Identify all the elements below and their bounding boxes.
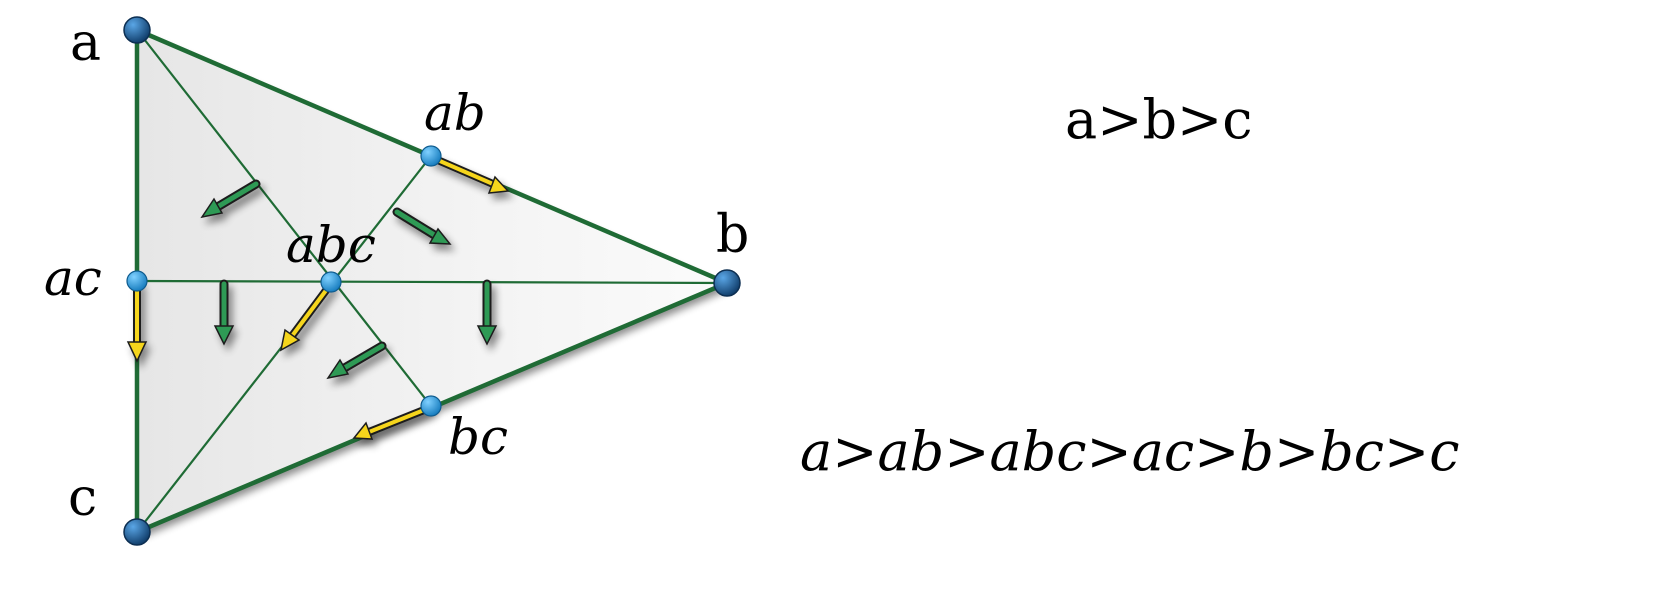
- vertex-a-dot: [123, 16, 151, 44]
- midpoint-ab-label: ab: [424, 84, 486, 142]
- yellow-arrow-abc: [279, 281, 334, 352]
- vertex-b-label: b: [716, 205, 749, 265]
- green-arrow-upper-left: [200, 179, 261, 219]
- yellow-arrow-bc: [352, 404, 433, 440]
- midpoint-bc-label: bc: [448, 408, 508, 466]
- centroid-abc-dot: [320, 271, 342, 293]
- median-b-ac: [136, 279, 728, 285]
- green-arrows: [200, 179, 498, 380]
- full-order-text: a>ab>abc>ac>b>bc>c: [800, 420, 1460, 483]
- vertex-dots: [123, 16, 741, 546]
- yellow-arrow-ac: [126, 279, 148, 363]
- vertex-a-label: a: [70, 13, 101, 73]
- midpoint-ac-dot: [126, 270, 148, 292]
- vertex-order-text: a>b>c: [1065, 88, 1253, 151]
- green-arrow-lower-middle: [326, 341, 387, 380]
- midpoint-ac-label: ac: [44, 249, 102, 307]
- yellow-arrows: [126, 154, 510, 440]
- midpoint-dots: [126, 145, 442, 417]
- green-arrow-lower-left: [213, 279, 235, 346]
- vertex-b-dot: [713, 269, 741, 297]
- vertex-c-label: c: [68, 468, 97, 528]
- vertex-c-dot: [123, 518, 151, 546]
- centroid-abc-label: abc: [286, 216, 376, 274]
- yellow-arrow-ab: [429, 154, 510, 194]
- midpoint-bc-dot: [420, 395, 442, 417]
- green-arrow-upper-right: [392, 207, 452, 245]
- green-arrow-lower-right: [476, 279, 498, 346]
- midpoint-ab-dot: [420, 145, 442, 167]
